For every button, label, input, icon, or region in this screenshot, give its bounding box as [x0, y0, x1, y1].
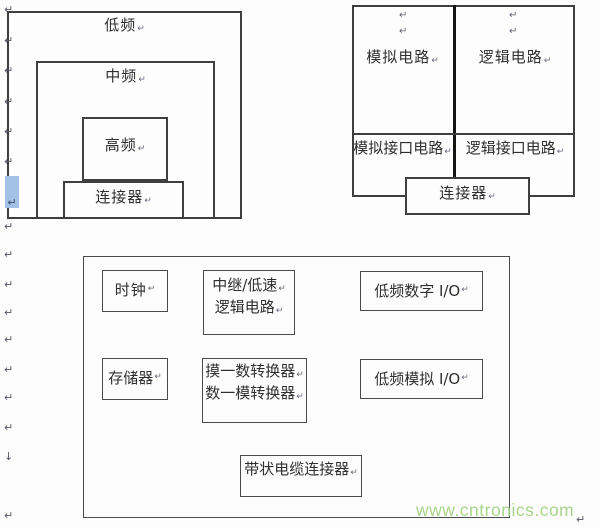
return-mark: ↵ — [296, 392, 304, 402]
return-mark: ↵ — [488, 192, 496, 202]
analog-interface-label: 模拟接口电路↵ — [353, 139, 452, 157]
paragraph-mark: ↵ — [4, 155, 14, 168]
paragraph-mark: ↵ — [4, 278, 14, 291]
return-mark: ↵ — [137, 144, 146, 154]
lf-analog-io-label: 低频模拟 I/O↵ — [374, 369, 469, 388]
paragraph-mark: ↵ — [4, 391, 14, 404]
paragraph-mark: ↵ — [4, 64, 14, 77]
paragraph-mark: ↵ — [399, 10, 408, 21]
logic-circuit-label: 逻辑电路↵ — [478, 48, 552, 66]
line-break-mark: ↓ — [4, 450, 14, 463]
return-mark: ↵ — [154, 372, 162, 382]
connector-label-partition: 连接器↵ — [439, 184, 496, 202]
paragraph-mark: ↵ — [509, 10, 518, 21]
high-frequency-label: 高频↵ — [104, 136, 146, 154]
return-mark: ↵ — [556, 147, 565, 157]
paragraph-mark: ↵ — [4, 125, 14, 138]
mid-frequency-label: 中频↵ — [105, 67, 146, 85]
lf-digital-io-box — [360, 271, 483, 311]
paragraph-mark: ↵ — [399, 26, 408, 37]
partition-vertical-divider — [453, 5, 456, 178]
return-mark: ↵ — [147, 284, 156, 294]
paragraph-mark: ↵ — [4, 34, 14, 47]
memory-box — [102, 358, 168, 400]
ribbon-connector-label: 带状电缆连接器↵ — [244, 460, 358, 478]
analog-circuit-label: 模拟电路↵ — [366, 48, 439, 66]
memory-label: 存储器↵ — [108, 368, 162, 387]
return-mark: ↵ — [296, 370, 304, 380]
connector-box-nested — [63, 181, 184, 219]
clock-box — [102, 270, 168, 312]
return-mark: ↵ — [431, 56, 439, 66]
paragraph-mark: ↵ — [7, 196, 17, 209]
return-mark: ↵ — [444, 147, 452, 157]
paragraph-mark: ↵ — [4, 306, 14, 319]
return-mark: ↵ — [275, 306, 284, 316]
return-mark: ↵ — [138, 75, 146, 85]
lf-digital-io-label: 低频数字 I/O↵ — [374, 281, 469, 300]
connector-box-partition — [405, 177, 530, 215]
return-mark: ↵ — [350, 468, 358, 478]
paragraph-mark: ↵ — [4, 95, 14, 108]
converter-label: 摸一数转换器↵ 数一模转换器↵ — [205, 362, 304, 402]
return-mark: ↵ — [461, 285, 469, 295]
return-mark: ↵ — [543, 56, 552, 66]
relay-logic-box — [203, 270, 295, 335]
selected-paragraph-mark[interactable]: ↵ — [5, 176, 19, 208]
paragraph-mark: ↵ — [4, 248, 14, 261]
paragraph-mark: ↵ — [4, 333, 14, 346]
paragraph-mark: ↵ — [576, 513, 586, 526]
high-frequency-zone-rect — [82, 117, 168, 181]
paragraph-mark: ↵ — [4, 509, 14, 522]
return-mark: ↵ — [137, 24, 145, 34]
connector-label-nested: 连接器↵ — [95, 188, 152, 206]
partition-horizontal-divider — [352, 133, 575, 135]
paragraph-mark: ↵ — [4, 363, 14, 376]
paragraph-mark: ↵ — [4, 3, 14, 16]
ribbon-connector-box — [240, 455, 362, 497]
site-watermark: www.cntronics.com — [416, 500, 575, 520]
return-mark: ↵ — [278, 284, 286, 294]
low-frequency-label: 低频↵ — [104, 16, 145, 34]
return-mark: ↵ — [144, 196, 152, 206]
lf-analog-io-box — [360, 359, 483, 399]
partition-outer-rect — [352, 5, 575, 197]
return-mark: ↵ — [461, 373, 469, 383]
clock-label: 时钟↵ — [114, 280, 156, 299]
paragraph-mark: ↵ — [4, 421, 14, 434]
paragraph-mark: ↵ — [4, 220, 14, 233]
paragraph-mark: ↵ — [509, 26, 518, 37]
converter-box — [202, 358, 307, 423]
board-outer-rect — [83, 256, 510, 518]
relay-logic-label: 中继/低速↵ 逻辑电路↵ — [212, 276, 286, 316]
logic-interface-label: 逻辑接口电路↵ — [465, 139, 565, 157]
